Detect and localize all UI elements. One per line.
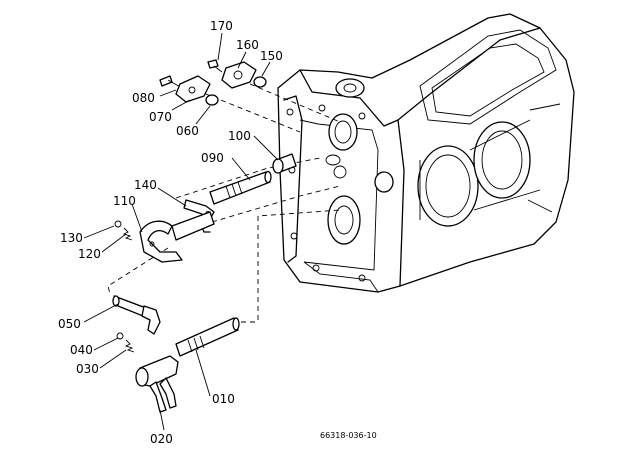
label-030: 030 — [76, 362, 99, 376]
drawing-code: 66318-036-10 — [320, 431, 377, 440]
label-050: 050 — [58, 317, 81, 331]
label-090: 090 — [201, 151, 224, 165]
label-080: 080 — [132, 91, 155, 105]
part-120-130-spring-pin — [114, 220, 133, 241]
label-010: 010 — [212, 392, 235, 406]
part-020-shift-fork — [135, 355, 179, 413]
label-170: 170 — [210, 19, 233, 33]
label-160: 160 — [236, 38, 259, 52]
part-150-oring — [253, 76, 267, 88]
part-060-oring — [205, 94, 219, 106]
part-170-bolt — [207, 59, 223, 73]
part-labels: 170 160 150 080 070 060 100 090 140 110 … — [58, 19, 283, 446]
part-090-shaft — [209, 170, 272, 205]
part-010-shift-shaft — [175, 317, 240, 357]
label-100: 100 — [228, 129, 251, 143]
label-110: 110 — [113, 194, 136, 208]
label-040: 040 — [70, 343, 93, 357]
leader-lines — [83, 32, 279, 431]
part-110-shift-fork — [139, 211, 215, 263]
label-120: 120 — [78, 247, 101, 261]
part-050-fork-shaft — [112, 295, 161, 335]
label-070: 070 — [149, 110, 172, 124]
label-140: 140 — [134, 178, 157, 192]
part-160-cover-plate — [221, 61, 257, 89]
part-070-plate — [175, 75, 211, 103]
label-130: 130 — [60, 231, 83, 245]
transmission-case — [277, 13, 575, 293]
part-030-040-spring-pin — [116, 332, 135, 353]
label-060: 060 — [176, 124, 199, 138]
label-150: 150 — [260, 49, 283, 63]
label-020: 020 — [150, 432, 173, 446]
part-100-bushing — [272, 153, 297, 174]
